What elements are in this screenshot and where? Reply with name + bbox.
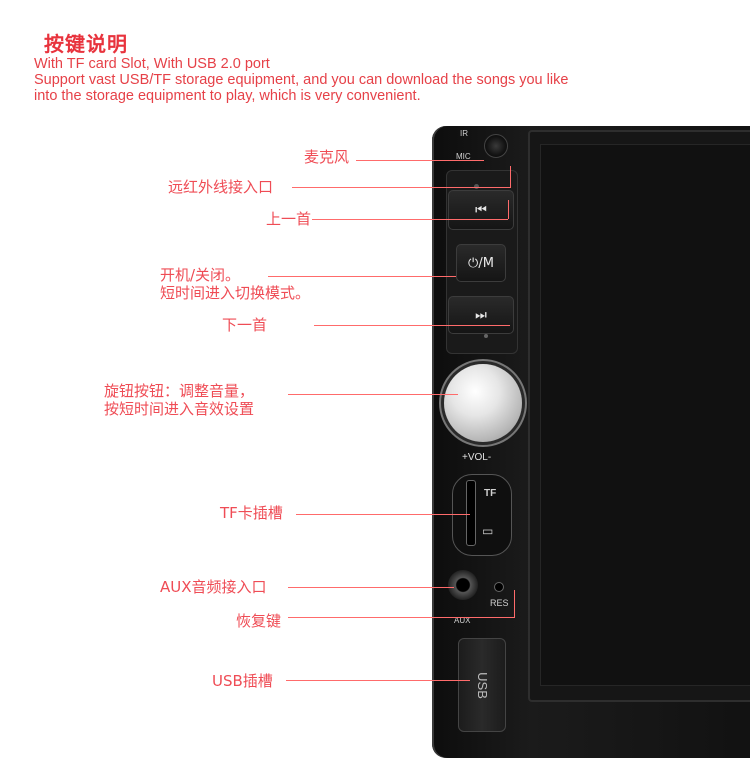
- callout-usb: USB插槽: [212, 672, 273, 690]
- leader-ir-vertical: [510, 166, 511, 188]
- next-track-button[interactable]: ⏭: [448, 296, 514, 334]
- callout-mic: 麦克风: [304, 148, 350, 166]
- leader-usb: [286, 680, 470, 681]
- leader-reset-vertical: [514, 590, 515, 618]
- mic-label: MIC: [456, 152, 471, 161]
- description-line-2: Support vast USB/TF storage equipment, a…: [34, 72, 569, 88]
- callout-ir: 远红外线接入口: [168, 178, 274, 196]
- vol-label: +VOL-: [462, 452, 492, 463]
- callout-power-line2: 短时间进入切换模式。: [160, 284, 311, 302]
- sd-card-icon: ▭: [482, 524, 494, 538]
- tf-label: TF: [484, 488, 497, 499]
- aux-jack[interactable]: [448, 570, 478, 600]
- reset-pinhole[interactable]: [494, 582, 504, 592]
- leader-prev-vertical: [508, 200, 509, 219]
- description-line-3: into the storage equipment to play, whic…: [34, 88, 421, 104]
- description-line-1: With TF card Slot, With USB 2.0 port: [34, 56, 270, 72]
- callout-power-line1: 开机/关闭。: [160, 266, 241, 284]
- status-led: [484, 334, 488, 338]
- leader-tf: [296, 514, 470, 515]
- aux-label: AUX: [454, 616, 471, 625]
- ir-label: IR: [460, 129, 468, 138]
- page-title: 按键说明: [44, 32, 128, 56]
- leader-aux: [288, 587, 454, 588]
- prev-track-button[interactable]: ⏮: [448, 190, 514, 230]
- res-label: RES: [490, 598, 509, 608]
- leader-knob: [288, 394, 458, 395]
- callout-aux: AUX音频接入口: [160, 578, 267, 596]
- callout-knob-line2: 按短时间进入音效设置: [104, 400, 255, 418]
- usb-port-label: USB: [474, 671, 490, 699]
- leader-mic: [356, 160, 484, 161]
- display-screen-inner: [540, 144, 750, 686]
- callout-knob-line1: 旋钮按钮：调整音量，: [104, 382, 255, 400]
- tf-card-slot[interactable]: [452, 474, 512, 556]
- leader-power: [268, 276, 456, 277]
- ir-sensor: [474, 184, 479, 189]
- leader-next: [314, 325, 510, 326]
- description: With TF card Slot, With USB 2.0 port Sup…: [34, 56, 734, 104]
- leader-ir: [292, 187, 510, 188]
- callout-tf: TF卡插槽: [220, 504, 283, 522]
- volume-knob[interactable]: [444, 364, 522, 442]
- callout-prev: 上一首: [266, 210, 312, 228]
- callout-reset: 恢复键: [236, 612, 282, 630]
- power-mode-button[interactable]: ⏻/M: [456, 244, 506, 282]
- leader-reset: [288, 617, 514, 618]
- callout-next: 下一首: [222, 316, 268, 334]
- usb-port[interactable]: USB: [458, 638, 506, 732]
- leader-prev: [312, 219, 508, 220]
- tf-card-slit: [466, 480, 476, 546]
- microphone-hole: [484, 134, 508, 158]
